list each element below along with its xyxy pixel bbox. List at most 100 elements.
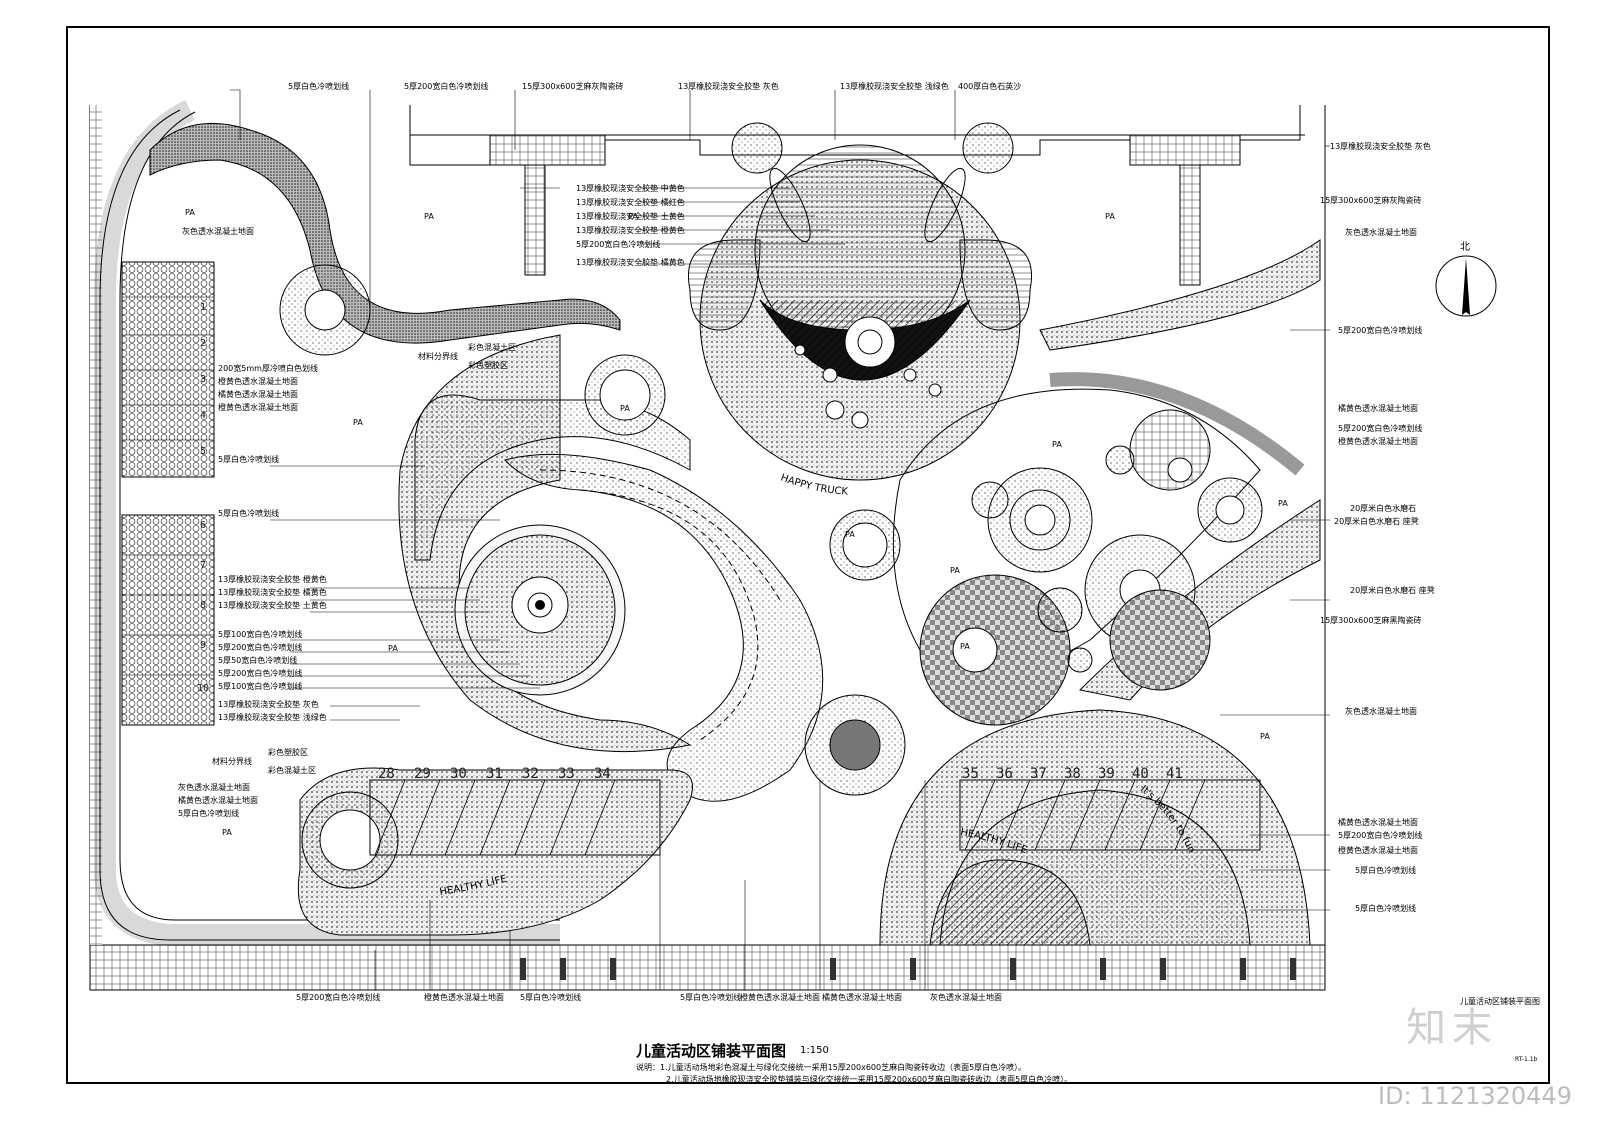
grid-number: 9: [200, 640, 207, 651]
watermark-logo: 知末: [1406, 1005, 1498, 1051]
material-boundary-1-label: 材料分界线: [418, 352, 458, 361]
drawing-note-2: 2.儿童活动场地橡胶现浇安全胶垫铺装与绿化交接统一采用15厚200x600芝麻白…: [666, 1075, 1073, 1084]
step-number: 31: [486, 766, 503, 782]
pa-tag: PA: [1278, 499, 1288, 508]
callout-left-20: 5厚白色冷喷划线: [178, 809, 240, 818]
material-boundary-1-upper: 彩色混凝土区: [468, 343, 516, 352]
callout-right-1: 13厚橡胶现浇安全胶垫 灰色: [1330, 142, 1431, 151]
callout-right-11: 15厚300x600芝麻黑陶瓷砖: [1320, 616, 1422, 625]
callout-top-2: 5厚200宽白色冷喷划线: [404, 82, 489, 91]
callout-right-16: 5厚白色冷喷划线: [1355, 866, 1417, 875]
wavy-path: [149, 122, 621, 344]
bottom-strips: [520, 958, 1296, 980]
callout-top-3: 15厚300x600芝麻灰陶瓷砖: [522, 82, 624, 91]
material-boundary-2-label: 材料分界线: [212, 757, 252, 766]
pa-tag: PA: [424, 212, 434, 221]
grid-number: 5: [200, 446, 207, 457]
callout-left-13: 5厚50宽白色冷喷划线: [218, 656, 298, 665]
callout-left-1: 灰色透水混凝土地面: [182, 227, 254, 236]
pa-tag: PA: [185, 208, 195, 217]
callout-bottom-1: 5厚200宽白色冷喷划线: [296, 993, 381, 1002]
callout-right-12: 灰色透水混凝土地面: [1345, 707, 1417, 716]
healthy-life-path: [297, 767, 693, 936]
pa-tag: PA: [222, 828, 232, 837]
pa-tag: PA: [845, 530, 855, 539]
tree-left: [731, 122, 783, 174]
callout-bottom-3: 5厚白色冷喷划线: [520, 993, 582, 1002]
step-number: 41: [1166, 766, 1183, 782]
callout-top-1: 5厚白色冷喷划线: [288, 82, 350, 91]
callout-right-10: 20厚米白色水磨石 座凳: [1350, 586, 1435, 595]
grid-number: 3: [200, 374, 207, 385]
step-number: 33: [558, 766, 575, 782]
step-number: 36: [996, 766, 1013, 782]
right-band: [1039, 239, 1321, 351]
grid-number: 6: [200, 520, 207, 531]
hex-block-bottom: [121, 514, 215, 726]
callout-left-17: 13厚橡胶现浇安全胶垫 浅绿色: [218, 713, 327, 722]
grid-number: 7: [200, 560, 207, 571]
callout-center-2: 13厚橡胶现浇安全胶垫 橘红色: [576, 198, 685, 207]
paving-border: [89, 105, 1326, 991]
callout-right-9: 20厚米白色水磨石 座凳: [1334, 517, 1419, 526]
callout-bottom-7: 灰色透水混凝土地面: [930, 993, 1002, 1002]
material-boundary-1-lower: 彩色塑胶区: [468, 361, 508, 370]
step-number: 35: [962, 766, 979, 782]
pa-tag: PA: [950, 566, 960, 575]
sheet-number: RT-1.1b: [1515, 1056, 1538, 1063]
tree-right: [962, 122, 1014, 174]
callout-right-7: 橙黄色透水混凝土地面: [1338, 437, 1418, 446]
pa-tag: PA: [1052, 440, 1062, 449]
step-number: 30: [450, 766, 467, 782]
callout-right-17: 5厚白色冷喷划线: [1355, 904, 1417, 913]
north-label: 北: [1460, 242, 1470, 253]
pa-tag: PA: [960, 642, 970, 651]
callout-top-6: 400厚白色石英沙: [958, 82, 1022, 91]
north-arrow: [1435, 255, 1497, 317]
drawing-note-1: 说明：1.儿童活动场地彩色混凝土与绿化交接统一采用15厚200x600芝麻白陶瓷…: [636, 1063, 1027, 1072]
callout-center-1: 13厚橡胶现浇安全胶垫 中黄色: [576, 184, 685, 193]
callout-center-3: 13厚橡胶现浇安全胶垫 土黄色: [576, 212, 685, 221]
callout-left-4: 橘黄色透水混凝土地面: [218, 390, 298, 399]
hex-block-top: [121, 261, 215, 478]
callout-top-4: 13厚橡胶现浇安全胶垫 灰色: [678, 82, 779, 91]
grid-number: 4: [200, 410, 207, 421]
callout-bottom-4: 5厚白色冷喷划线: [680, 993, 742, 1002]
callout-bottom-5: 橙黄色透水混凝土地面: [740, 993, 820, 1002]
callout-center-5: 5厚200宽白色冷喷划线: [576, 240, 661, 249]
step-number: 40: [1132, 766, 1149, 782]
central-play-circle: [688, 144, 1032, 481]
step-number: 39: [1098, 766, 1115, 782]
step-number: 37: [1030, 766, 1047, 782]
pa-tag: PA: [388, 644, 398, 653]
building-edge: [409, 105, 1305, 286]
callout-bottom-2: 橙黄色透水混凝土地面: [424, 993, 504, 1002]
callout-left-18: 灰色透水混凝土地面: [178, 783, 250, 792]
sheet-title: 儿童活动区铺装平面图: [1460, 997, 1540, 1006]
callout-left-7: 5厚白色冷喷划线: [218, 509, 280, 518]
callout-left-10: 13厚橡胶现浇安全胶垫 土黄色: [218, 601, 327, 610]
material-boundary-2-upper: 彩色塑胶区: [268, 748, 308, 757]
pa-tag: PA: [628, 212, 638, 221]
pa-tag: PA: [620, 404, 630, 413]
callout-left-5: 橙黄色透水混凝土地面: [218, 403, 298, 412]
callout-right-4: 5厚200宽白色冷喷划线: [1338, 326, 1423, 335]
callout-left-14: 5厚200宽白色冷喷划线: [218, 669, 303, 678]
pa-tag: PA: [1260, 732, 1270, 741]
callout-left-11: 5厚100宽白色冷喷划线: [218, 630, 303, 639]
callout-left-15: 5厚100宽白色冷喷划线: [218, 682, 303, 691]
callout-left-8: 13厚橡胶现浇安全胶垫 橙黄色: [218, 575, 327, 584]
callout-center-4: 13厚橡胶现浇安全胶垫 橙黄色: [576, 226, 685, 235]
drawing-frame: [66, 26, 1550, 1084]
left-curved-path: [94, 100, 560, 946]
callout-right-6: 5厚200宽白色冷喷划线: [1338, 424, 1423, 433]
callout-left-12: 5厚200宽白色冷喷划线: [218, 643, 303, 652]
spiral-play-zone: [398, 334, 824, 802]
callout-right-3: 灰色透水混凝土地面: [1345, 228, 1417, 237]
material-boundary-2-lower: 彩色混凝土区: [268, 766, 316, 775]
step-number: 29: [414, 766, 431, 782]
grid-number: 10: [197, 683, 210, 694]
callout-left-9: 13厚橡胶现浇安全胶垫 橘黄色: [218, 588, 327, 597]
callout-center-6: 13厚橡胶现浇安全胶垫 橘黄色: [576, 258, 685, 267]
